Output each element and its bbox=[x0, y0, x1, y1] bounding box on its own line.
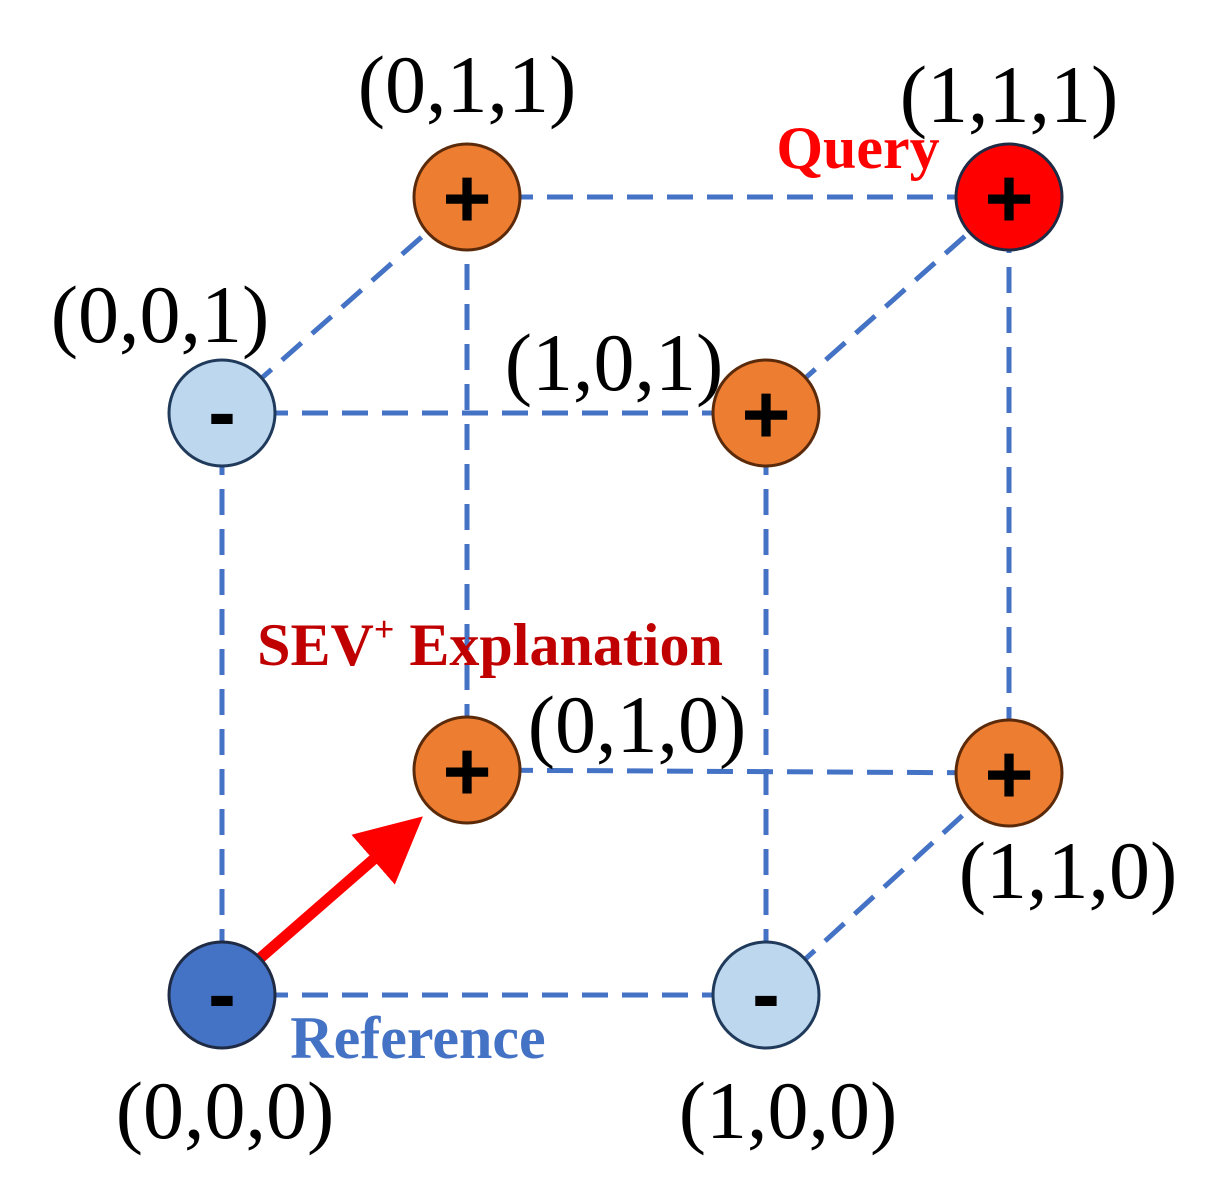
plus-sign: + bbox=[984, 151, 1033, 245]
vertex-000: - bbox=[167, 940, 277, 1050]
positive-node bbox=[412, 142, 522, 252]
edge-100-110 bbox=[764, 771, 1011, 997]
coord-label-010: (0,1,0) bbox=[528, 679, 747, 770]
reference-label: Reference bbox=[290, 1005, 545, 1071]
plus-sign: + bbox=[984, 727, 1033, 821]
explanation-label-superscript: + bbox=[374, 609, 395, 649]
negative-node bbox=[711, 940, 821, 1050]
vertex-101: + bbox=[711, 358, 821, 468]
vertex-010: + bbox=[412, 715, 522, 825]
coord-label-100: (1,0,0) bbox=[679, 1065, 898, 1156]
positive-node bbox=[711, 358, 821, 468]
vertex-001: - bbox=[167, 358, 277, 468]
coord-label-011: (0,1,1) bbox=[358, 39, 577, 130]
coord-label-101: (1,0,1) bbox=[505, 317, 724, 408]
minus-sign: - bbox=[208, 365, 236, 459]
negative-node bbox=[167, 358, 277, 468]
vertex-100: - bbox=[711, 940, 821, 1050]
vertex-011: + bbox=[412, 142, 522, 252]
positive-node bbox=[412, 715, 522, 825]
coord-label-111: (1,1,1) bbox=[900, 49, 1119, 140]
vertex-110: + bbox=[954, 718, 1064, 828]
edge-010-110 bbox=[466, 767, 1010, 776]
query-node bbox=[954, 142, 1064, 252]
plus-sign: + bbox=[741, 367, 790, 461]
positive-node bbox=[954, 718, 1064, 828]
minus-sign: - bbox=[752, 947, 780, 1041]
plus-sign: + bbox=[442, 724, 491, 818]
reference-node bbox=[167, 940, 277, 1050]
minus-sign: - bbox=[208, 947, 236, 1041]
explanation-label-main: SEV bbox=[257, 612, 374, 678]
query-label: Query bbox=[776, 115, 939, 181]
coord-label-110: (1,1,0) bbox=[959, 825, 1178, 916]
explanation-label-rest: Explanation bbox=[394, 612, 722, 678]
explanation-label: SEV+ Explanation bbox=[257, 609, 723, 678]
plus-sign: + bbox=[442, 151, 491, 245]
explanation-arrow bbox=[254, 816, 423, 965]
coord-label-000: (0,0,0) bbox=[116, 1065, 335, 1156]
vertex-111: + bbox=[954, 142, 1064, 252]
coord-label-001: (0,0,1) bbox=[51, 269, 270, 360]
